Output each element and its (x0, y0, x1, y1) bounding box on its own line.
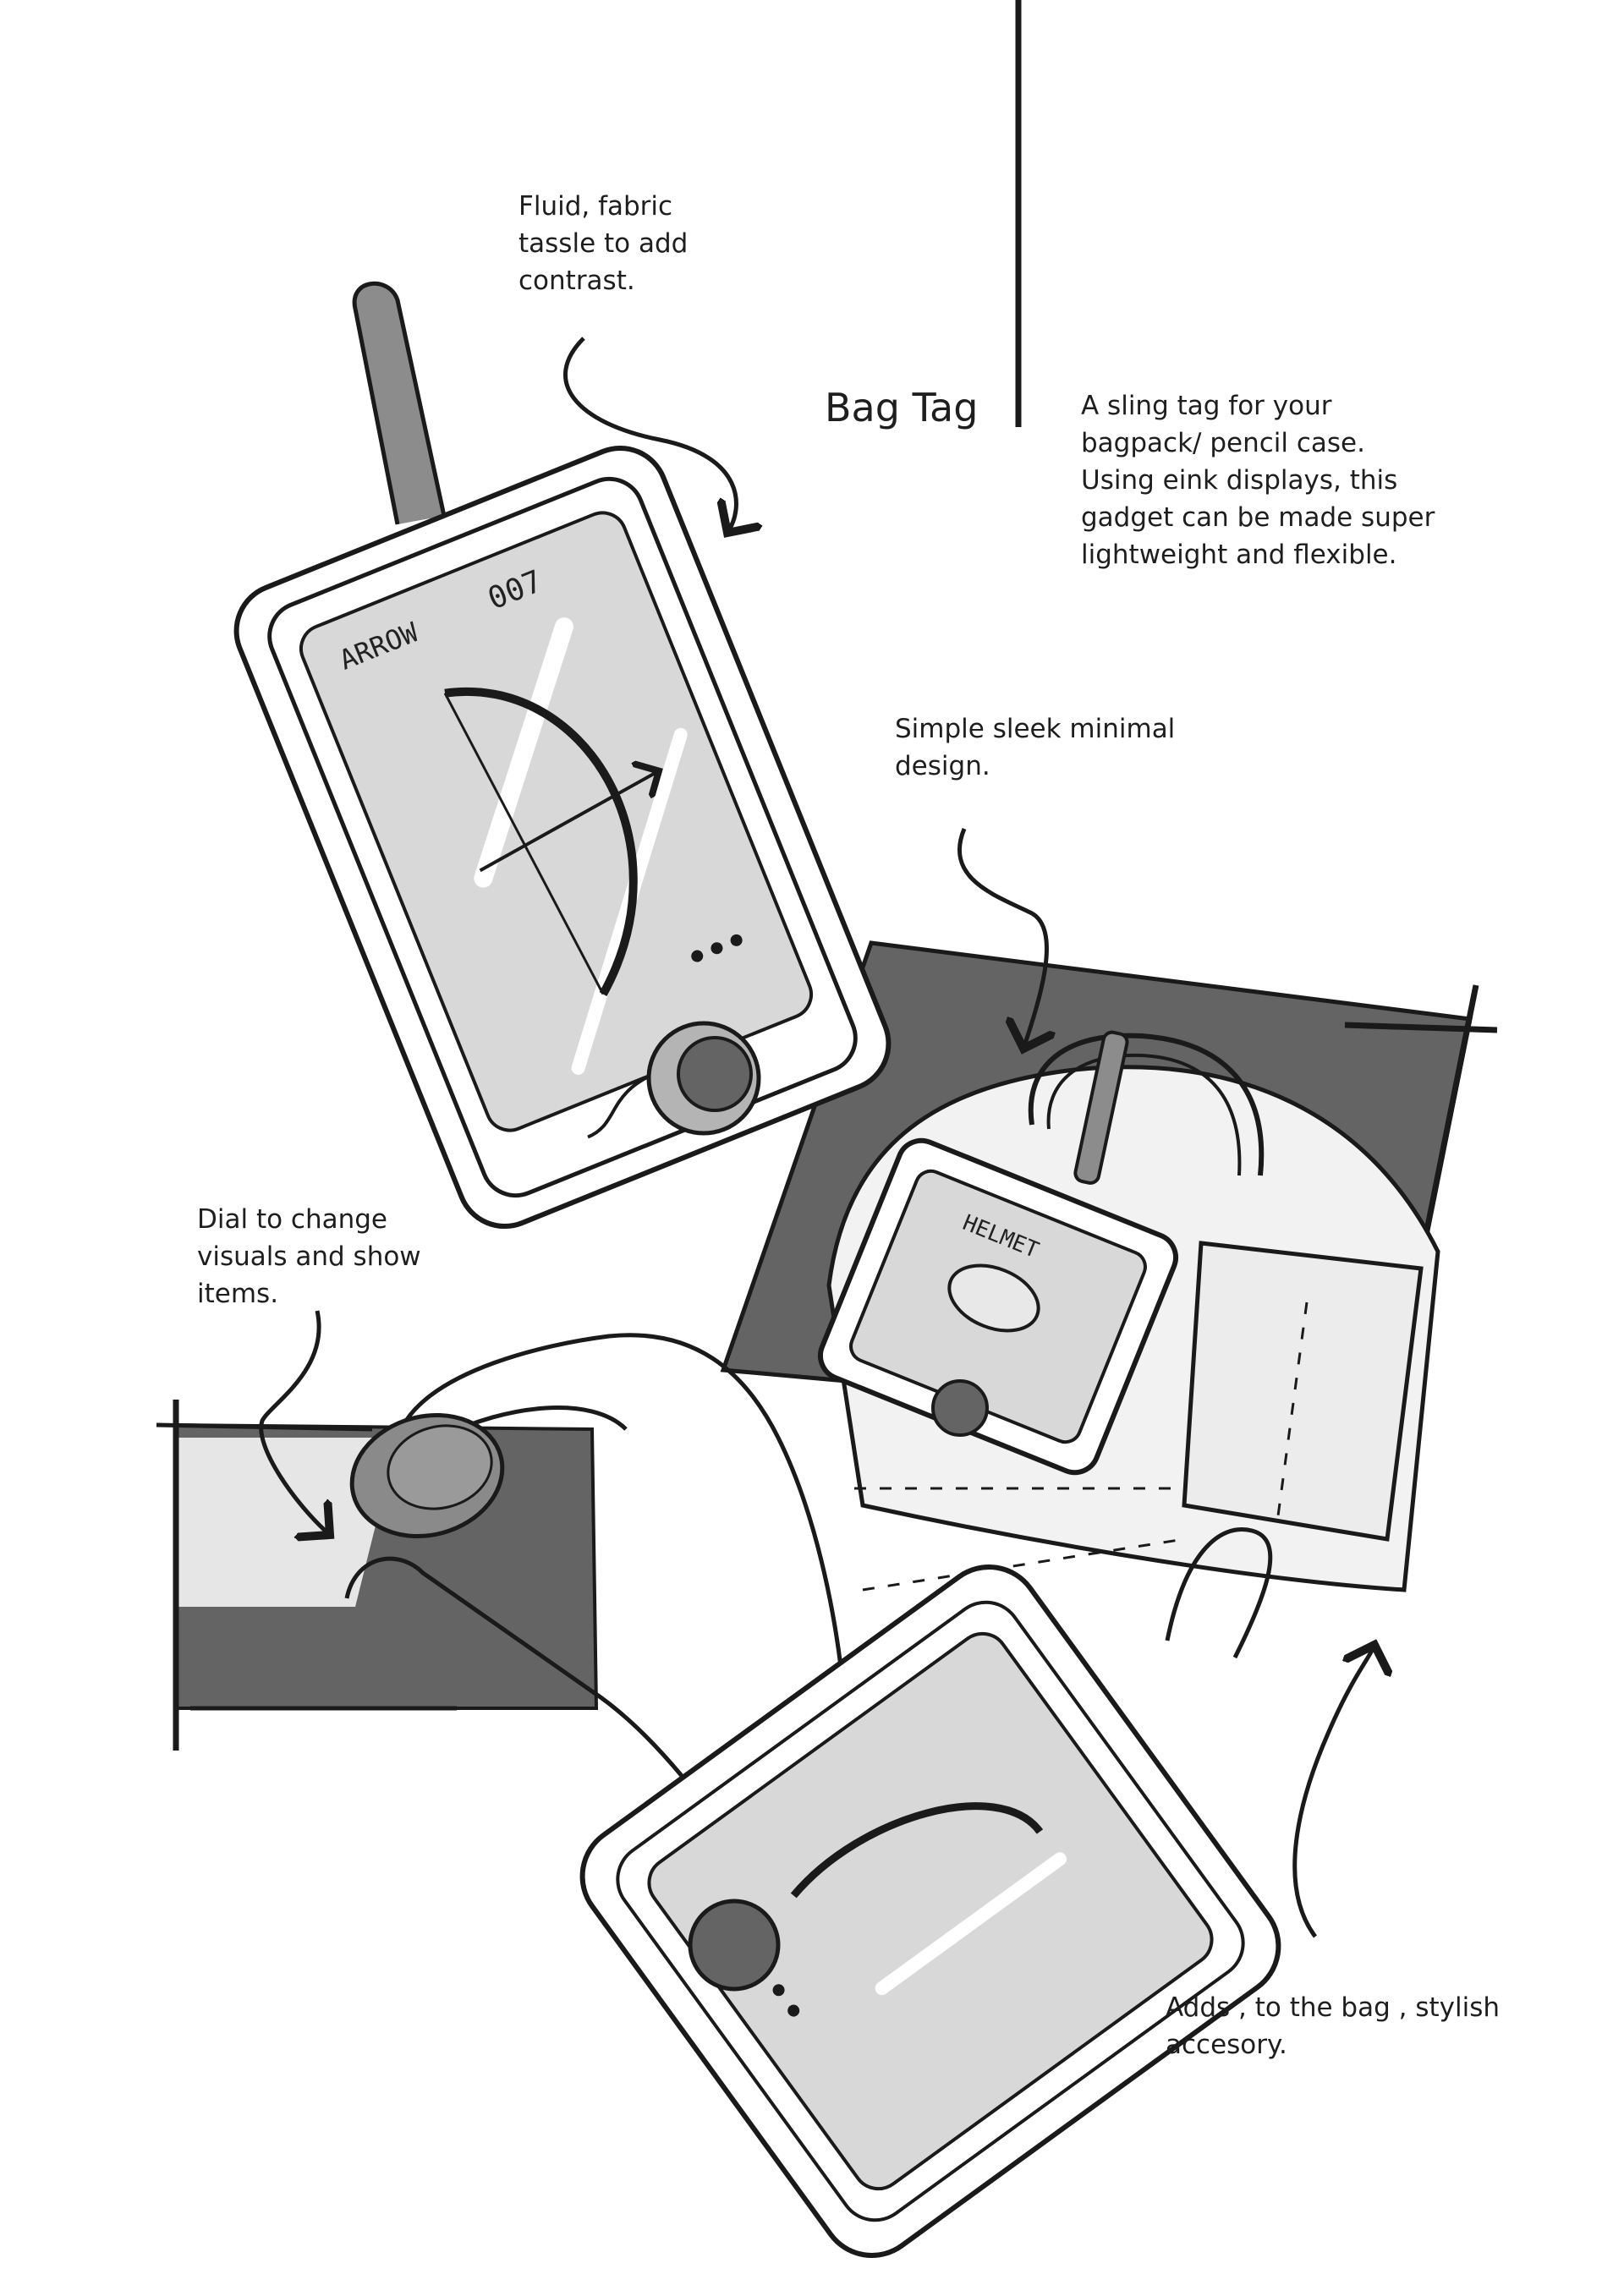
dot-indicator-1 (691, 950, 704, 962)
small-dial-icon (931, 1379, 989, 1437)
accessory-annotation: Adds , to the bag , stylish accesory. (1166, 1992, 1501, 2060)
helmet-icon (947, 1263, 1040, 1333)
dot-indicator-2 (710, 942, 723, 955)
dial-arrow (259, 1310, 330, 1535)
tassle-arrow (563, 337, 736, 533)
dial-annotation: Dial to change visuals and show items. (197, 1204, 421, 1309)
hand-holding-dial (344, 1333, 857, 1862)
tag-on-backpack: HELMET (818, 1030, 1178, 1476)
page-title: Bag Tag (825, 385, 979, 430)
accessory-arrow (1292, 1645, 1374, 1938)
tassle-annotation: Fluid, fabric tassle to add contrast. (518, 191, 689, 296)
design-annotation: Simple sleek minimal design. (895, 714, 1176, 781)
bow-icon (444, 687, 638, 996)
dot-indicator-3 (730, 934, 743, 946)
bowstring-line (443, 692, 605, 995)
bottom-dial-icon (688, 1899, 781, 1992)
bottom-dot-2 (772, 1984, 785, 1997)
bottom-dot-3 (787, 2004, 800, 2017)
arrow-icon (479, 771, 668, 873)
bottom-bow-icon (790, 1802, 1044, 1899)
description-text: A sling tag for your bagpack/ pencil cas… (1081, 391, 1435, 570)
tag-top: ARROW 007 (233, 281, 892, 1230)
tag-bottom (579, 1527, 1281, 2258)
design-arrow (957, 828, 1046, 1049)
